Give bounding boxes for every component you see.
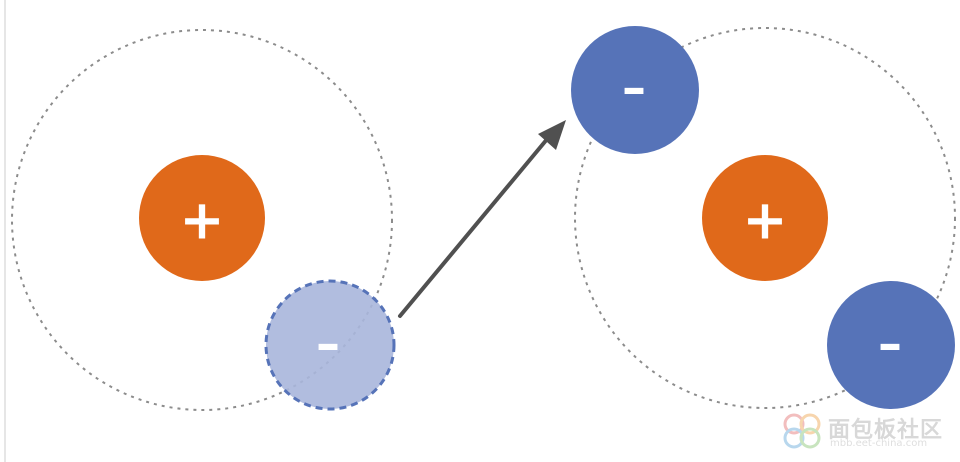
atom-right-nucleus-sign: + — [742, 189, 787, 252]
atom-right-nucleus — [702, 155, 828, 281]
atom-right-orbit — [574, 27, 956, 409]
atom-left-nucleus — [139, 155, 265, 281]
atom-left: + – — [11, 29, 396, 411]
atom-left-orbit — [11, 29, 393, 411]
watermark-logo-icon — [783, 413, 821, 449]
watermark: 面包板社区 mbb.eet-china.com — [780, 408, 956, 454]
atom-left-electron-sign: – — [316, 316, 340, 372]
atom-right-electron-bottom-sign: – — [878, 316, 902, 372]
atom-right: + – – — [571, 26, 956, 409]
atom-right-electron-top-sign: – — [622, 60, 646, 116]
watermark-text: 面包板社区 — [828, 418, 944, 443]
atom-left-electron-departing — [264, 279, 396, 411]
atom-right-electron-top — [571, 26, 699, 154]
atom-left-nucleus-sign: + — [179, 189, 224, 252]
transfer-arrow-shaft — [398, 136, 550, 318]
left-edge-divider — [4, 0, 6, 462]
transfer-arrow — [398, 120, 566, 318]
transfer-arrow-head — [538, 120, 566, 150]
atom-right-electron-bottom — [827, 281, 955, 409]
watermark-url: mbb.eet-china.com — [830, 438, 928, 449]
